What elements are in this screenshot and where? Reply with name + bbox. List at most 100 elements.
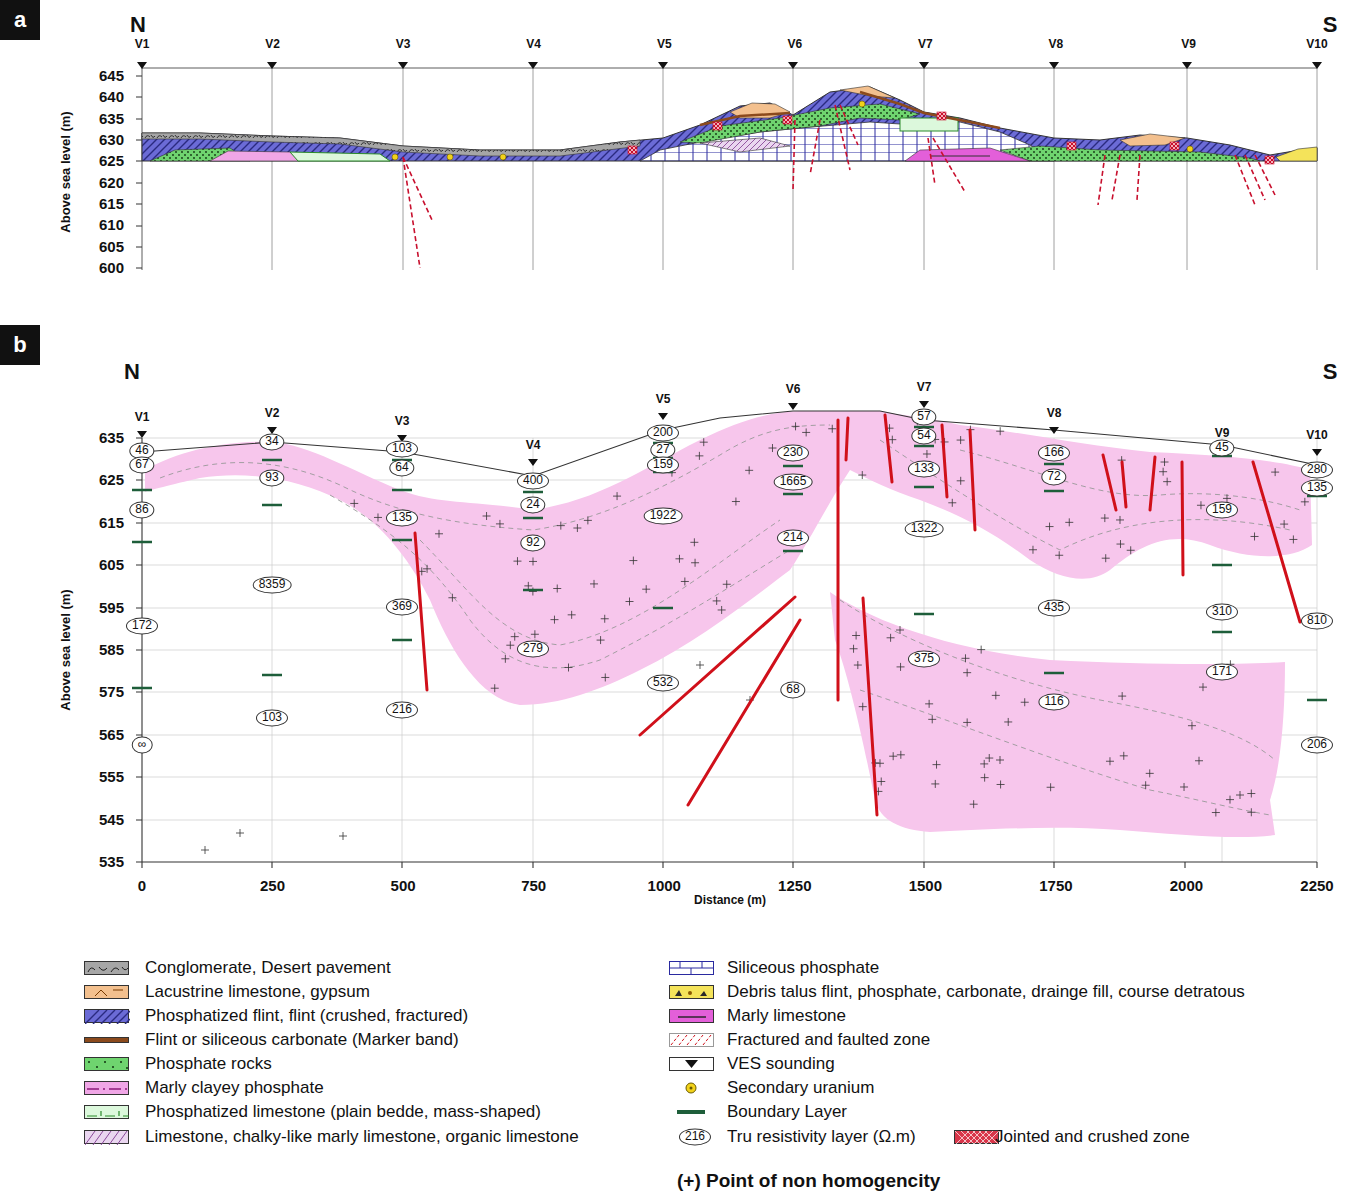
axis-label: 620 xyxy=(99,174,124,191)
axis-label: V5 xyxy=(656,393,671,406)
axis-label: 575 xyxy=(99,684,124,701)
resistivity-value: 92 xyxy=(526,535,539,549)
legend-swatch xyxy=(669,1057,714,1071)
axis-label: 500 xyxy=(391,878,416,895)
resistivity-oval: 103 xyxy=(256,709,288,726)
resistivity-oval: 400 xyxy=(517,472,549,489)
resistivity-value: 216 xyxy=(392,702,412,716)
resistivity-value: 45 xyxy=(1215,440,1228,454)
resistivity-value: 57 xyxy=(917,409,930,423)
resistivity-value: 67 xyxy=(135,457,148,471)
resistivity-oval: 216 xyxy=(386,701,418,718)
legend-swatch xyxy=(84,961,129,975)
resistivity-oval: 8359 xyxy=(253,576,292,593)
resistivity-value: 116 xyxy=(1044,694,1063,708)
swatch-symbol xyxy=(85,1106,130,1120)
resistivity-oval: 810 xyxy=(1301,612,1333,629)
resistivity-value: 532 xyxy=(653,675,673,689)
swatch-symbol xyxy=(670,986,715,1000)
swatch-symbol xyxy=(85,1082,130,1096)
swatch-symbol xyxy=(670,1010,715,1024)
axis-label: 2250 xyxy=(1300,878,1333,895)
axis-label: V2 xyxy=(265,38,280,51)
resistivity-value: 133 xyxy=(914,461,934,475)
legend-text: Limestone, chalky-like marly limestone, … xyxy=(145,1128,579,1147)
resistivity-value: 1922 xyxy=(650,508,677,522)
panel-letter: b xyxy=(13,332,26,358)
axis-label: 0 xyxy=(138,878,146,895)
axis-label: V4 xyxy=(526,439,541,452)
axis-label: V6 xyxy=(786,383,801,396)
resistivity-value: 375 xyxy=(914,651,934,665)
legend-swatch xyxy=(84,985,129,999)
axis-label: Distance (m) xyxy=(694,894,766,907)
legend-swatch xyxy=(954,1130,999,1144)
resistivity-value: 200 xyxy=(653,425,673,439)
resistivity-value: 93 xyxy=(265,470,278,484)
resistivity-oval: 64 xyxy=(389,459,414,476)
legend-swatch xyxy=(84,1130,129,1144)
resistivity-oval: 280 xyxy=(1301,461,1333,478)
swatch-symbol xyxy=(669,1105,714,1119)
resistivity-value: 46 xyxy=(135,443,148,457)
resistivity-value: 279 xyxy=(523,641,543,655)
axis-label: 625 xyxy=(99,472,124,489)
swatch-symbol xyxy=(669,1081,714,1095)
resistivity-value: 64 xyxy=(395,460,408,474)
legend-swatch xyxy=(669,1105,714,1119)
resistivity-oval: 93 xyxy=(259,469,284,486)
axis-label: 640 xyxy=(99,89,124,106)
resistivity-oval: 68 xyxy=(780,681,805,698)
axis-label: V6 xyxy=(787,38,802,51)
axis-label: 585 xyxy=(99,642,124,659)
panel-letter: a xyxy=(14,7,26,33)
axis-label: 635 xyxy=(99,430,124,447)
axis-label: 615 xyxy=(99,196,124,213)
legend-text: Marly limestone xyxy=(727,1007,846,1026)
axis-label: V3 xyxy=(395,415,410,428)
axis-label: V9 xyxy=(1215,427,1230,440)
resistivity-value: 86 xyxy=(135,502,148,516)
axis-label: 1750 xyxy=(1039,878,1072,895)
axis-label: V8 xyxy=(1049,38,1064,51)
resistivity-value: 159 xyxy=(653,457,673,471)
axis-label: 605 xyxy=(99,557,124,574)
inhomogeneity-marks xyxy=(201,417,1309,854)
swatch-symbol xyxy=(669,1033,714,1047)
resistivity-oval: 435 xyxy=(1038,599,1070,616)
legend-swatch xyxy=(669,1033,714,1047)
legend-text: Boundary Layer xyxy=(727,1103,847,1122)
axis-label: V10 xyxy=(1306,38,1327,51)
resistivity-value: 27 xyxy=(656,442,669,456)
axis-label: V4 xyxy=(526,38,541,51)
resistivity-value: 135 xyxy=(1307,480,1327,494)
resistivity-value: 206 xyxy=(1307,737,1327,751)
resistivity-oval: 45 xyxy=(1209,439,1234,456)
axis-label: V10 xyxy=(1306,429,1327,442)
resistivity-value: 171 xyxy=(1212,664,1232,678)
axis-label: 595 xyxy=(99,599,124,616)
swatch-symbol xyxy=(669,961,714,975)
legend-text: Flint or siliceous carbonate (Marker ban… xyxy=(145,1031,459,1050)
resistivity-value: 103 xyxy=(262,710,282,724)
legend-text: Siliceous phosphate xyxy=(727,959,879,978)
resistivity-value: 1665 xyxy=(780,474,807,488)
axis-title: Above sea level (m) xyxy=(59,111,73,232)
legend-text: Tru resistivity layer (Ω.m) xyxy=(727,1128,916,1147)
resistivity-oval: 86 xyxy=(129,501,154,518)
axis-label: 555 xyxy=(99,769,124,786)
axis-label: 610 xyxy=(99,217,124,234)
axis-label: V2 xyxy=(265,407,280,420)
resistivity-value: 172 xyxy=(132,618,152,632)
swatch-symbol xyxy=(669,1057,714,1071)
axis-label: S xyxy=(1323,13,1338,37)
resistivity-oval: 206 xyxy=(1301,736,1333,753)
resistivity-value: 68 xyxy=(786,682,799,696)
axis-label: 1250 xyxy=(778,878,811,895)
swatch-symbol xyxy=(85,962,130,976)
legend-swatch xyxy=(84,1057,129,1071)
legend-oval-value: 216 xyxy=(679,1128,711,1145)
resistivity-value: 435 xyxy=(1044,600,1064,614)
resistivity-value: 166 xyxy=(1044,445,1064,459)
